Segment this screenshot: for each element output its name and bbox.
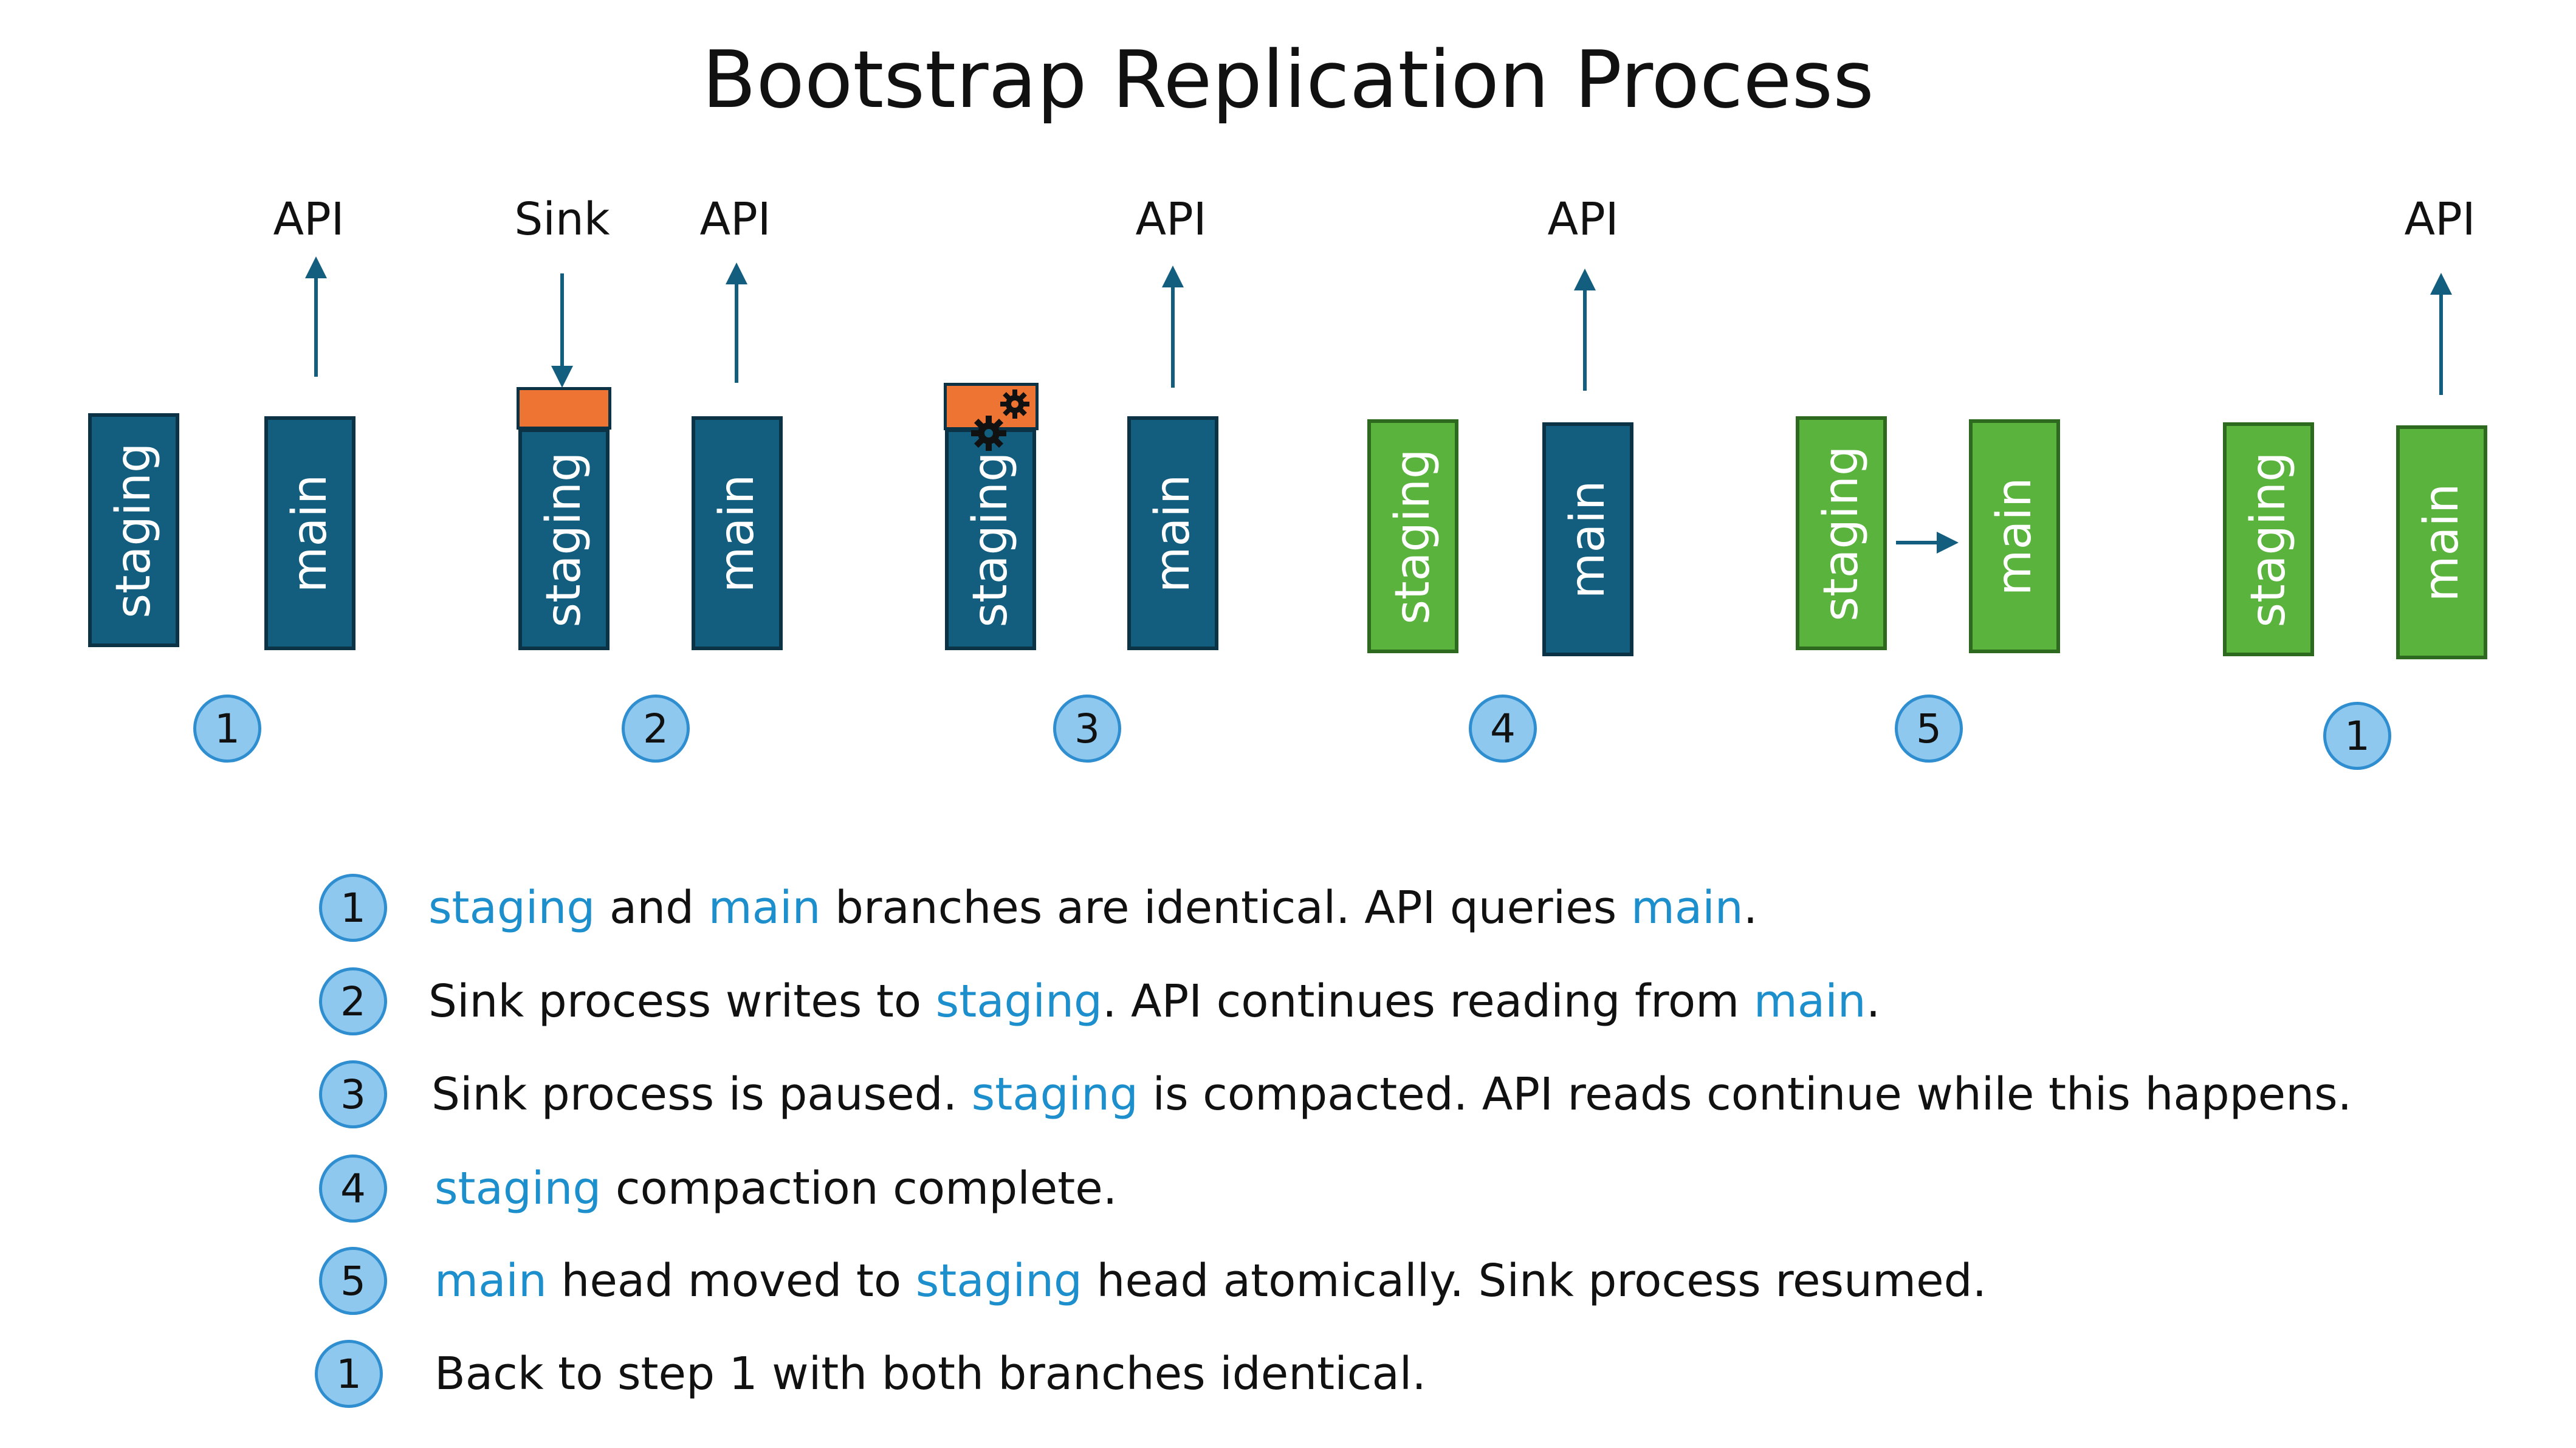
legend-text: Sink process is paused. staging is compa… [431, 1068, 2352, 1120]
step-circle-3: 3 [1053, 695, 1121, 763]
main-branch-5: main [1969, 419, 2060, 653]
api-label-2: API [699, 193, 771, 245]
step-circle-1: 1 [193, 695, 261, 763]
api-label-6: API [2404, 193, 2476, 245]
legend-circle: 5 [319, 1247, 387, 1315]
legend-text: Back to step 1 with both branches identi… [434, 1348, 1426, 1400]
staging-branch-2: staging [518, 428, 610, 650]
staging-branch-3: staging [945, 428, 1036, 650]
api-label-1: API [273, 193, 345, 245]
legend-circle: 1 [315, 1340, 383, 1408]
main-branch-1: main [264, 416, 355, 650]
legend-text: main head moved to staging head atomical… [434, 1255, 1987, 1307]
gear-icon [1000, 389, 1029, 419]
step-circle-2: 2 [622, 695, 690, 763]
main-branch-2: main [692, 416, 783, 650]
legend-circle: 4 [319, 1155, 387, 1223]
legend-text: staging compaction complete. [434, 1162, 1118, 1215]
main-branch-4: main [1542, 422, 1633, 656]
legend-circle: 3 [319, 1060, 387, 1128]
staging-branch-6: staging [2223, 422, 2314, 656]
step-circle-4: 4 [1469, 695, 1537, 763]
legend-text: Sink process writes to staging. API cont… [428, 975, 1881, 1028]
api-label-3: API [1135, 193, 1207, 245]
staging-branch-4: staging [1367, 419, 1458, 653]
api-label-4: API [1547, 193, 1619, 245]
sink-write-block-2 [517, 387, 611, 430]
sink-label-2: Sink [514, 193, 610, 245]
step-circle-6: 1 [2323, 702, 2391, 770]
main-branch-6: main [2396, 425, 2487, 659]
diagram-title: Bootstrap Replication Process [702, 33, 1874, 126]
legend-circle: 2 [319, 967, 387, 1035]
legend-circle: 1 [319, 874, 387, 942]
legend-text: staging and main branches are identical.… [428, 882, 1758, 934]
main-branch-3: main [1127, 416, 1218, 650]
gear-icon [971, 416, 1006, 451]
staging-branch-5: staging [1796, 416, 1887, 650]
staging-branch-1: staging [88, 413, 179, 647]
step-circle-5: 5 [1895, 695, 1963, 763]
compaction-block-3 [944, 383, 1039, 430]
